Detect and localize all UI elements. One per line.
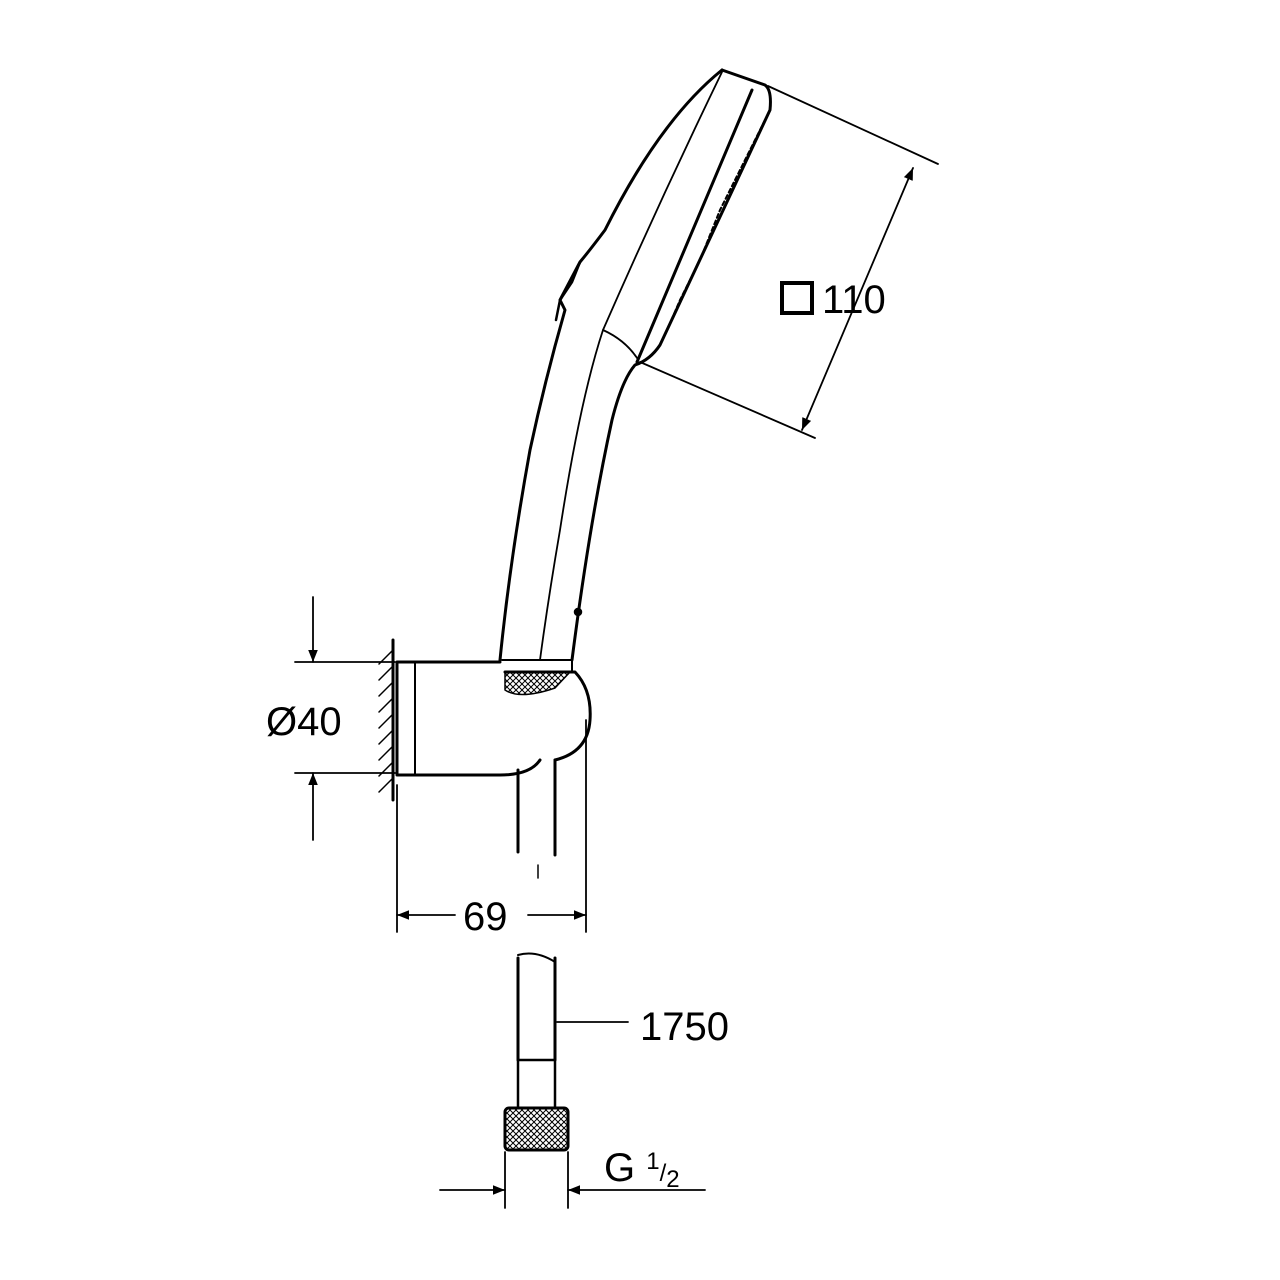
projection-dimension: [396, 719, 587, 933]
thread-denominator: 2: [666, 1166, 680, 1193]
hand-shower: [498, 68, 772, 673]
hose-length-label: 1750: [640, 1005, 729, 1049]
thread-label: G 1/2: [604, 1148, 680, 1192]
diameter-symbol: Ø: [266, 700, 298, 744]
hose: [503, 952, 629, 1152]
diameter-label: Ø40: [266, 702, 342, 742]
diameter-value: 40: [297, 700, 342, 744]
head-size-value: 110: [822, 278, 886, 322]
thread-numerator: 1: [646, 1148, 660, 1175]
thread-dimension: [439, 1151, 706, 1209]
head-size-dimension: [639, 85, 939, 439]
projection-label: 69: [463, 895, 508, 939]
head-size-label: 110: [780, 280, 886, 320]
square-icon: [780, 281, 814, 315]
fraction-slash: /: [659, 1160, 667, 1187]
thread-prefix: G: [604, 1146, 636, 1190]
wall-holder: [378, 638, 592, 879]
diameter-dimension: [294, 596, 396, 841]
